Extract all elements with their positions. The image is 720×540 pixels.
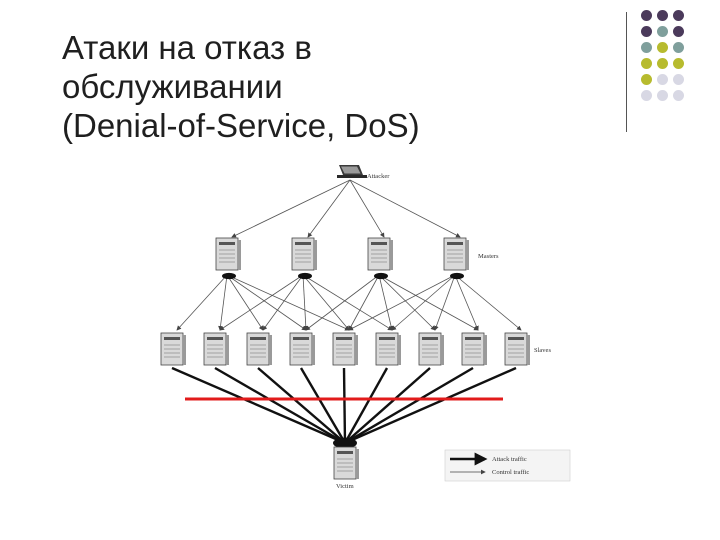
attack-link (257, 367, 346, 444)
slave-server-icon (160, 332, 186, 366)
master-router-icon (298, 272, 312, 280)
master-router-icon (374, 272, 388, 280)
attack-link (342, 367, 347, 444)
control-link (378, 274, 479, 331)
deco-dot (673, 74, 684, 85)
control-link (391, 274, 456, 331)
attacker-laptop-icon (337, 165, 367, 178)
masters-label: Masters (478, 253, 499, 260)
legend-box (444, 449, 571, 482)
legend-attack-label: Attack traffic (492, 456, 527, 463)
attack-link (343, 367, 389, 444)
slave-server-icon (418, 332, 444, 366)
control-link (231, 179, 351, 238)
attack-link (344, 366, 474, 445)
master-server-icon (443, 237, 469, 271)
control-link (434, 274, 456, 331)
deco-dot (641, 10, 652, 21)
control-link (305, 274, 380, 331)
control-link (348, 274, 456, 331)
slave-server-icon (504, 332, 530, 366)
control-link (348, 274, 380, 331)
deco-dot (657, 10, 668, 21)
slave-server-icon (203, 332, 229, 366)
control-link (454, 274, 522, 331)
slave-server-icon (461, 332, 487, 366)
deco-dot (657, 26, 668, 37)
deco-dot (673, 42, 684, 53)
master-server-icon (367, 237, 393, 271)
attack-link (299, 367, 347, 444)
deco-dot (657, 90, 668, 101)
deco-dot (657, 74, 668, 85)
slave-server-icon (375, 332, 401, 366)
deco-dot (641, 42, 652, 53)
control-link (302, 274, 393, 331)
master-router-icon (450, 272, 464, 280)
legend: Attack traffic Control traffic (444, 449, 571, 482)
control-link (454, 274, 479, 331)
deco-dot (641, 90, 652, 101)
control-link (262, 274, 304, 331)
deco-dot (641, 58, 652, 69)
master-server-icon (215, 237, 241, 271)
slaves-label: Slaves (534, 347, 551, 354)
control-link (218, 274, 228, 331)
deco-dot (673, 90, 684, 101)
control-link (226, 274, 264, 331)
control-link (378, 274, 436, 331)
deco-dot (657, 42, 668, 53)
attack-link (344, 367, 431, 444)
nodes-layer (160, 237, 530, 480)
slave-server-icon (246, 332, 272, 366)
deco-dot (641, 74, 652, 85)
control-link (349, 179, 385, 238)
attack-link (171, 366, 346, 445)
title-line-2: обслуживании (62, 68, 283, 105)
attacker-label: Attacker (367, 173, 390, 180)
victim-router-icon (333, 437, 357, 449)
attack-link (344, 366, 517, 445)
control-link (226, 274, 350, 331)
deco-dot (657, 58, 668, 69)
control-link (176, 274, 228, 331)
control-link (307, 179, 351, 238)
title-line-3: (Denial-of-Service, DoS) (62, 107, 420, 144)
legend-control-label: Control traffic (492, 469, 529, 476)
control-link (302, 274, 350, 331)
deco-dot (641, 26, 652, 37)
master-server-icon (291, 237, 317, 271)
master-router-icon (222, 272, 236, 280)
slide-title: Атаки на отказ в обслуживании (Denial-of… (62, 28, 420, 145)
links-layer (171, 179, 522, 445)
decorative-dot-grid (641, 10, 684, 133)
control-link (219, 274, 304, 331)
title-line-1: Атаки на отказ в (62, 29, 312, 66)
control-link (302, 274, 309, 331)
deco-dot (673, 10, 684, 21)
attack-link (214, 366, 346, 445)
slave-server-icon (289, 332, 315, 366)
control-link (226, 274, 307, 331)
victim-label: Victim (336, 483, 354, 490)
decorative-divider (626, 12, 627, 132)
victim-server-icon (333, 446, 359, 480)
deco-dot (673, 26, 684, 37)
control-link (349, 179, 461, 238)
control-link (378, 274, 394, 331)
deco-dot (673, 58, 684, 69)
slave-server-icon (332, 332, 358, 366)
